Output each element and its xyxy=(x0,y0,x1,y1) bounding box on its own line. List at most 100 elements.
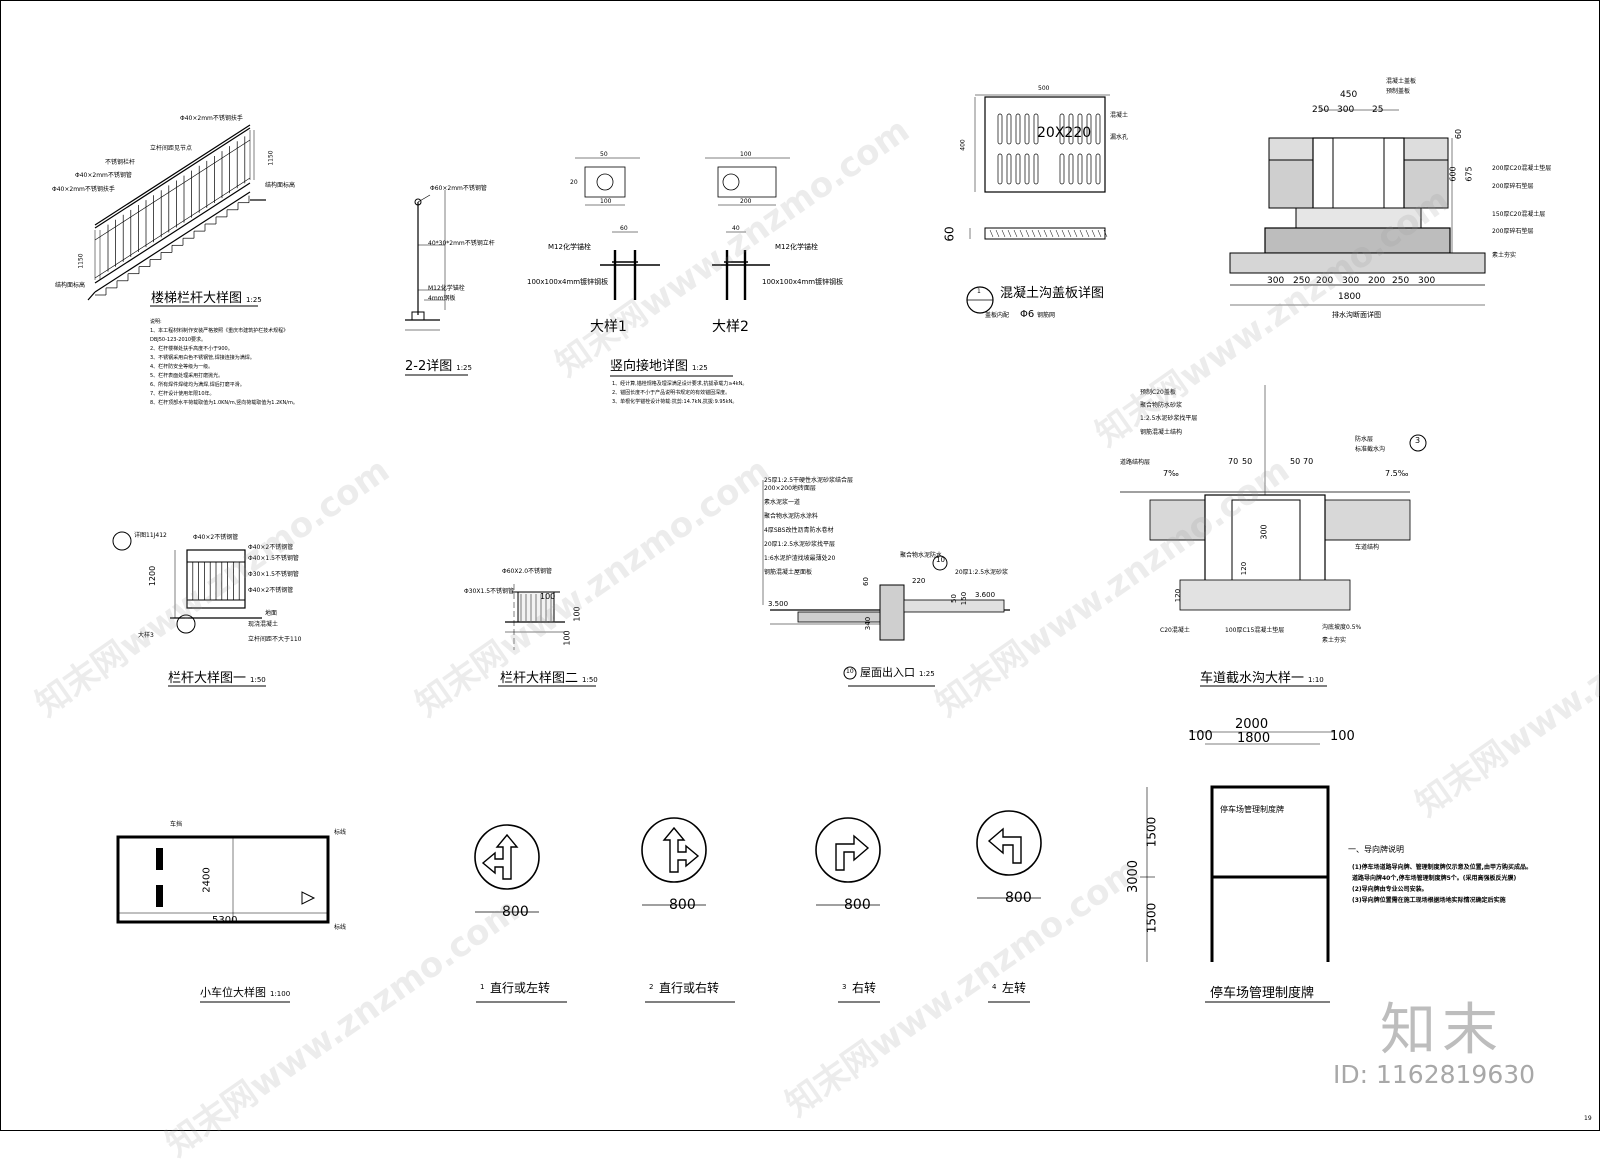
drain-top-dim-450: 450 xyxy=(1340,90,1358,100)
board-dim-lower: 1500 xyxy=(1144,902,1159,934)
trench-dim-1: 70 xyxy=(1228,457,1239,466)
page-number: 19 xyxy=(1584,1115,1592,1122)
board-dim-upper: 1500 xyxy=(1144,816,1159,848)
cover-slot xyxy=(1086,153,1092,185)
section-22-label-4: 4mm钢板 xyxy=(428,295,456,302)
stair-label-rail: 不锈钢栏杆 xyxy=(105,159,136,166)
trench-top-label-4: 钢筋混凝土结构 xyxy=(1140,429,1183,436)
sign-3-title: 右转 xyxy=(852,981,877,995)
drain-label-3: 200厚C20混凝土垫层 xyxy=(1492,165,1552,172)
drain-section-drawing xyxy=(1229,109,1486,306)
cover-hatch-line xyxy=(1037,229,1042,238)
roof-layer-4: 聚合物水泥防水涂料 xyxy=(764,513,819,520)
cover-hatch-line xyxy=(1067,229,1072,238)
guide-note-4: (3)导向牌位置需在施工现场根据场地实际情况确定后实施 xyxy=(1352,897,1506,904)
grounding-plate-2: 100x100x4mm镀锌钢板 xyxy=(762,278,844,286)
cover-slot xyxy=(1024,153,1030,185)
trench-dim-6: 120 xyxy=(1240,561,1249,576)
grounding-dim-100: 100 xyxy=(740,151,752,158)
grounding-bolt-2: M12化学锚栓 xyxy=(775,243,818,251)
railing-one-label-6: 地面 xyxy=(265,610,278,617)
roof-label-2: 20厚1:2.5水泥砂浆 xyxy=(955,569,1009,576)
drain-bottom-dim-4: 300 xyxy=(1342,276,1360,286)
drain-bottom-dim-5: 200 xyxy=(1368,276,1386,286)
railing-one-ref: 详图11J412 xyxy=(134,532,167,539)
trench-circle-no: 3 xyxy=(1415,436,1421,445)
roof-dim-220: 220 xyxy=(912,577,926,585)
grounding-dim-50: 50 xyxy=(600,151,608,158)
sign-2-title: 直行或右转 xyxy=(659,981,720,995)
cover-plate-drawing xyxy=(969,94,1110,240)
cover-slot xyxy=(1086,113,1092,145)
cover-hatch-line xyxy=(1079,229,1084,238)
grounding-detail-2: 大样2 xyxy=(712,319,749,335)
cover-slot xyxy=(1033,153,1039,185)
trench-dim-2: 50 xyxy=(1242,457,1253,466)
drain-top-dim-25: 25 xyxy=(1372,105,1384,115)
grounding-dim-60: 60 xyxy=(620,225,628,232)
section-22-label-2: 40*30*2mm不锈钢立杆 xyxy=(428,240,495,247)
drain-label-6: 200厚碎石垫层 xyxy=(1492,228,1534,235)
cover-rebar-label-left: 盖板内配 xyxy=(985,312,1010,319)
trench-label-3: 防水层 xyxy=(1355,436,1374,443)
guide-note-1: (1)停车场道路导向牌、管理制度牌仅示意及位置,由甲方购买成品。 xyxy=(1352,864,1532,871)
trench-slope-left: 7‰ xyxy=(1163,469,1179,478)
grounding-note-2: 2、锚固长度不小于产品说明书规定的有效锚固深度。 xyxy=(612,390,731,396)
drawing-sheet xyxy=(0,0,1600,1131)
drain-label-5: 150厚C20混凝土层 xyxy=(1492,211,1546,218)
cover-slot-note: 漏水孔 xyxy=(1110,134,1129,141)
cover-hatch-line xyxy=(1025,229,1030,238)
cover-hatch-line xyxy=(1103,229,1108,238)
cover-slot xyxy=(1068,153,1074,185)
board-dim-inner: 1800 xyxy=(1237,731,1271,746)
drain-label-7: 素土夯实 xyxy=(1492,252,1517,259)
roof-circle-no-top: 10 xyxy=(936,556,945,564)
cover-hatch-line xyxy=(1049,229,1054,238)
guide-notes-heading: 一、导向牌说明 xyxy=(1348,845,1404,854)
sign-4-no: 4 xyxy=(992,983,997,991)
railing-one-label-5: Φ40×2不锈钢管 xyxy=(248,587,294,594)
trench-drawing xyxy=(1120,385,1427,611)
roof-label-1: 聚合物水泥防水 xyxy=(900,552,943,559)
cover-plate-section-hatch xyxy=(989,229,1108,238)
sign-3-no: 3 xyxy=(842,983,847,991)
guide-note-3: (2)导向牌由专业公司安装。 xyxy=(1352,886,1428,893)
parking-label-line-bottom: 标线 xyxy=(334,924,347,931)
sign-2-dim: 800 xyxy=(669,897,696,913)
notes-heading: 说明: xyxy=(150,319,162,325)
roof-dim-50: 50 xyxy=(949,594,958,603)
cover-slot xyxy=(1015,153,1021,185)
drain-side-dim-600: 600 xyxy=(1448,166,1458,182)
cover-hatch-line xyxy=(1007,229,1012,238)
sign-3-circle xyxy=(815,817,881,883)
sign-1-arrow-icon xyxy=(481,833,519,880)
cover-slot xyxy=(1095,113,1101,145)
cover-hatch-line xyxy=(1091,229,1096,238)
note-8: 8、栏杆顶部水平荷载取值为1.0KN/m,竖向荷载取值为1.2KN/m。 xyxy=(150,400,298,406)
drain-label-2: 预制盖板 xyxy=(1386,88,1411,95)
drain-top-dim-300: 300 xyxy=(1337,105,1355,115)
cover-slot xyxy=(1006,153,1012,185)
cover-material: 混凝土 xyxy=(1110,112,1129,119)
stair-label-handrail-2: Φ40×2mm不锈钢扶手 xyxy=(52,186,115,193)
drain-bottom-dim-7: 300 xyxy=(1418,276,1436,286)
parking-label-stopper: 车挡 xyxy=(170,821,183,828)
stair-balusters xyxy=(107,136,246,272)
sign-4-circle xyxy=(976,810,1042,876)
grounding-bolt-1: M12化学锚栓 xyxy=(548,243,591,251)
stair-label-pipe: Φ40×2mm不锈钢管 xyxy=(75,172,132,179)
stair-dim-bottom: 1150 xyxy=(77,253,85,269)
railing-two-label-2: Φ30X1.5不锈钢管 xyxy=(464,588,515,595)
cover-rebar-size: Φ6 xyxy=(1020,309,1035,320)
drain-label-1: 混凝土盖板 xyxy=(1386,78,1417,85)
cover-hatch-line xyxy=(1085,229,1090,238)
drain-top-dim-250: 250 xyxy=(1312,105,1330,115)
trench-dim-5: 300 xyxy=(1259,524,1269,540)
sign-1-dim: 800 xyxy=(502,904,529,920)
trench-dim-3: 50 xyxy=(1290,457,1301,466)
cover-slot xyxy=(1024,113,1030,145)
